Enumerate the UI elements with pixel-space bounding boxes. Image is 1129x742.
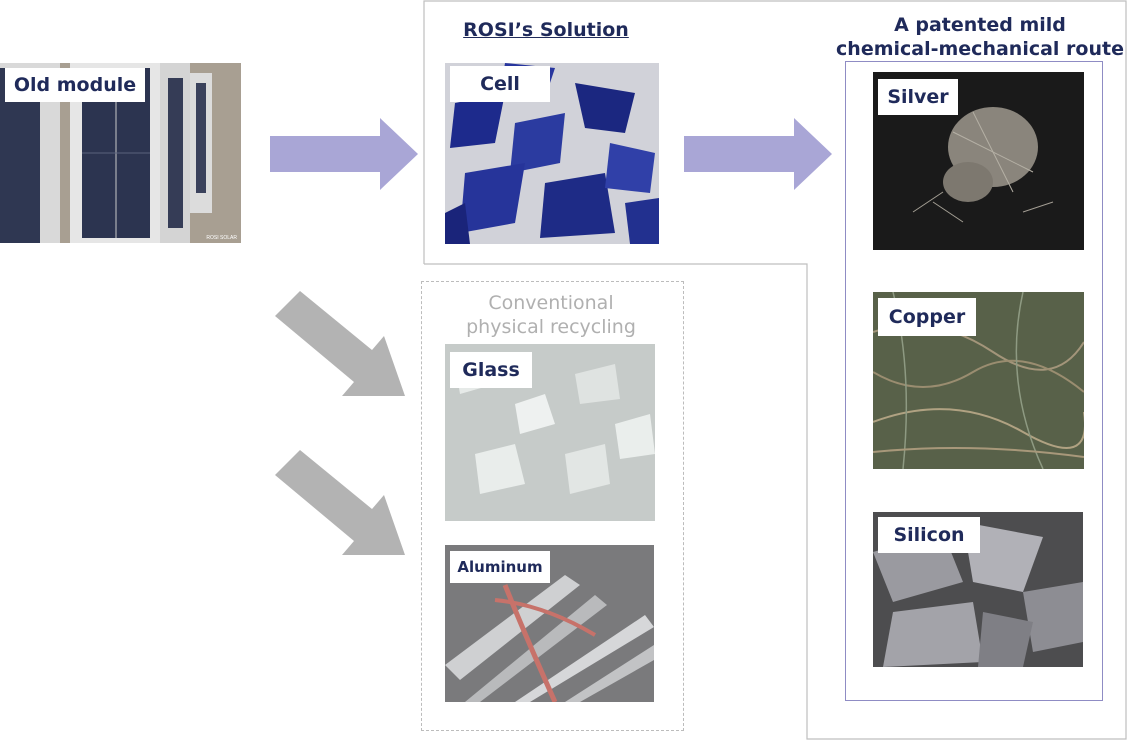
arrow-to-glass-icon	[275, 291, 405, 396]
arrow-cell-to-materials-icon	[684, 118, 832, 190]
glass-label: Glass	[450, 352, 532, 388]
silver-label: Silver	[878, 79, 958, 115]
copper-label: Copper	[878, 298, 976, 336]
old-module-label: Old module	[5, 68, 145, 102]
arrow-old-to-cell-icon	[270, 118, 418, 190]
arrow-to-aluminum-icon	[275, 450, 405, 555]
silver-photo	[873, 72, 1084, 250]
cell-label: Cell	[450, 66, 550, 102]
patented-route-heading-line1: A patented mild	[894, 14, 1066, 36]
aluminum-label: Aluminum	[450, 551, 550, 583]
patented-route-box	[845, 61, 1103, 701]
photo-credit: ROSI SOLAR	[206, 235, 237, 241]
conventional-recycling-box	[421, 281, 684, 731]
rosi-solution-heading: ROSI’s Solution	[463, 19, 629, 41]
patented-route-heading-line2: chemical-mechanical route	[836, 38, 1124, 60]
conventional-heading-line2: physical recycling	[466, 316, 636, 338]
conventional-heading-line1: Conventional	[488, 292, 614, 314]
silicon-label: Silicon	[878, 517, 980, 553]
